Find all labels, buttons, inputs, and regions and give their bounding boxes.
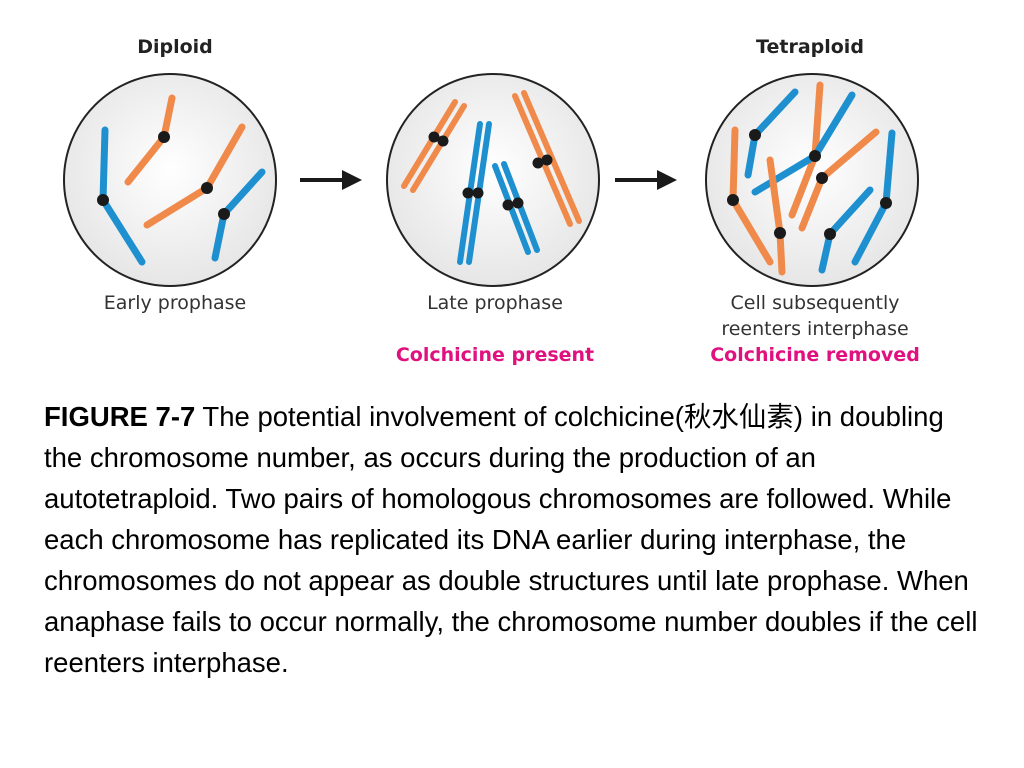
centromere [218, 208, 230, 220]
chromosome-orange [160, 94, 176, 141]
label-colchicine-present: Colchicine present [395, 344, 595, 366]
label-late-prophase: Late prophase [427, 292, 563, 314]
label-tetraploid: Tetraploid [756, 36, 864, 58]
label-cell-reenters-line2: reenters interphase [721, 318, 909, 340]
cell-tetraploid [705, 73, 919, 287]
colchicine-figure: Diploid Tetraploid Early prophase Late p… [63, 36, 920, 366]
centromere [201, 182, 213, 194]
label-cell-reenters-line1: Cell subsequently [730, 292, 900, 314]
chromosome-blue [99, 126, 109, 204]
diagram-svg [63, 73, 919, 287]
label-early-prophase: Early prophase [103, 292, 247, 314]
arrow-right-icon [300, 170, 362, 190]
chromosome-orange [203, 123, 246, 192]
chromosome-blue [220, 168, 266, 218]
cell-late-prophase [386, 73, 600, 287]
label-colchicine-removed: Colchicine removed [710, 344, 920, 366]
centromere [158, 131, 170, 143]
figure-caption: FIGURE 7-7 The potential involvement of … [44, 396, 984, 683]
caption-text: The potential involvement of colchicine(… [44, 401, 978, 678]
centromere [97, 194, 109, 206]
chromosome-blue [99, 196, 146, 266]
figure-number: FIGURE 7-7 [44, 401, 196, 432]
cell-diploid [63, 73, 277, 287]
arrow-right-icon [615, 170, 677, 190]
chromosome-blue [211, 210, 228, 262]
label-diploid: Diploid [137, 36, 213, 58]
chromosome-orange [124, 133, 168, 186]
chromosome-orange [143, 184, 211, 229]
